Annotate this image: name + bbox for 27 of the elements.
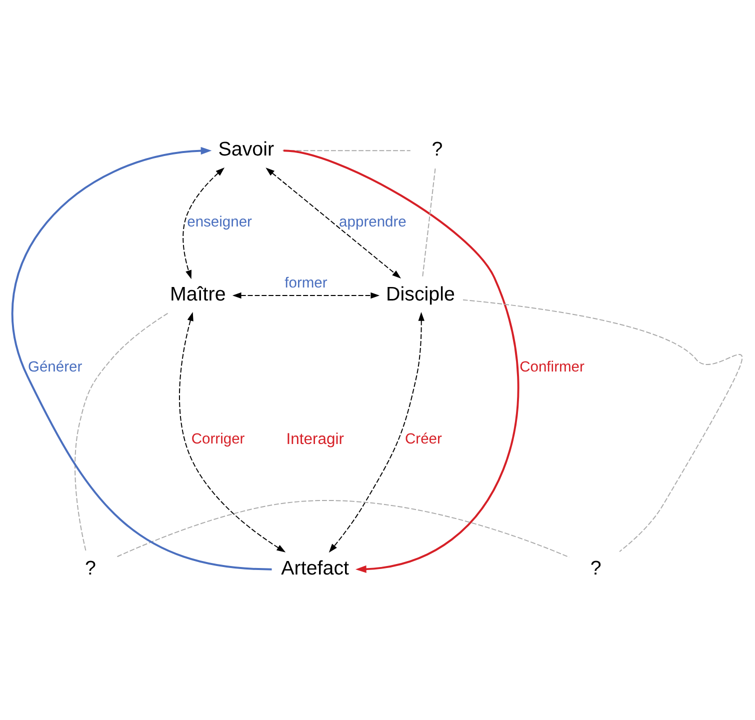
node-text: Artefact: [281, 557, 350, 580]
arrow: [328, 312, 424, 553]
edge-label: former: [284, 276, 328, 292]
edge-label: Générer: [28, 359, 82, 376]
connector: [422, 168, 436, 278]
edge-label: Corriger: [191, 432, 245, 448]
arrow: [266, 168, 401, 279]
node-text: Savoir: [218, 138, 274, 161]
connector: [282, 150, 411, 152]
node-text: ?: [85, 557, 96, 580]
arrow: [283, 150, 519, 573]
connector: [74, 312, 168, 552]
node-text: Maître: [170, 283, 226, 306]
edge-label: Créer: [405, 432, 442, 448]
edge-label: apprendre: [339, 214, 406, 231]
arrow: [178, 312, 286, 552]
connector: [462, 299, 743, 552]
node-text: ?: [590, 557, 602, 580]
arrow: [232, 292, 380, 299]
edge-label: Confirmer: [520, 359, 584, 376]
arrow: [12, 147, 272, 570]
connector: [116, 500, 570, 558]
label: Interagir: [286, 431, 344, 448]
edge-label: enseigner: [187, 214, 252, 231]
arrow: [182, 168, 225, 280]
node-text: ?: [432, 138, 443, 161]
node-text: Disciple: [386, 283, 455, 306]
